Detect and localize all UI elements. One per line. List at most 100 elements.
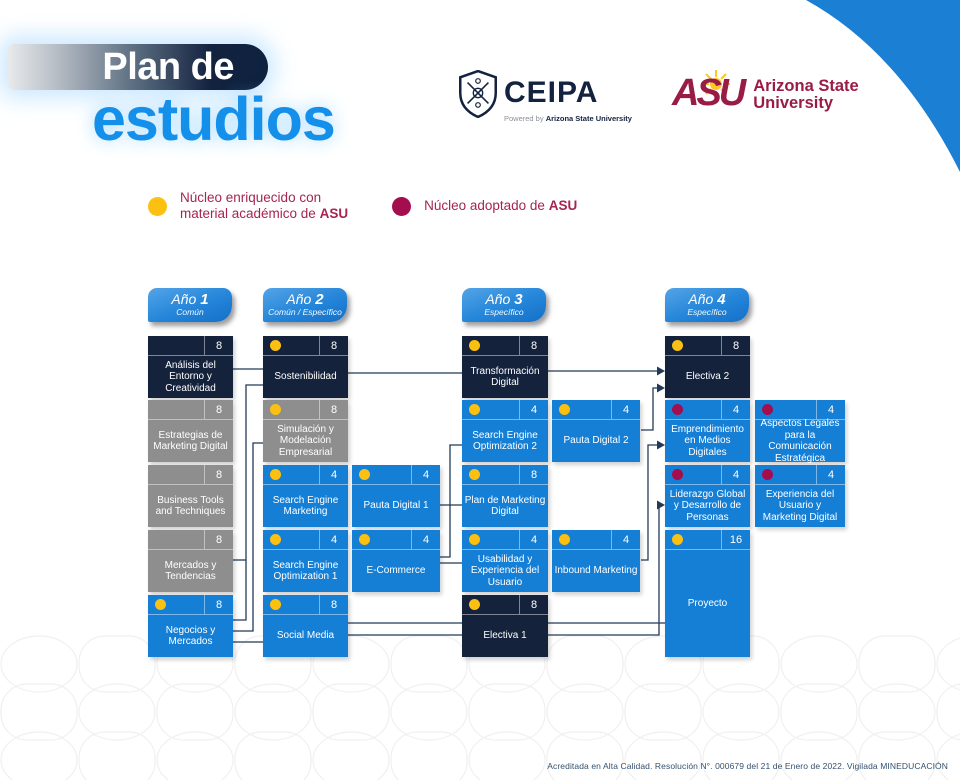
course-credits: 16 [721, 530, 750, 549]
yellow-dot-icon [469, 599, 480, 610]
pattern-shape [546, 683, 624, 741]
course-title: Pauta Digital 2 [563, 435, 629, 447]
course-title: Pauta Digital 1 [363, 500, 429, 512]
pattern-shape [936, 683, 960, 741]
pattern-shape [468, 683, 546, 741]
dot-slot [755, 465, 816, 484]
course-header: 8 [263, 400, 348, 420]
yellow-dot-icon [469, 340, 480, 351]
course-credits: 4 [319, 465, 348, 484]
year-tab-title: Año 1 [171, 291, 209, 308]
dot-slot [665, 530, 721, 549]
pattern-shape [0, 635, 78, 693]
dot-slot [665, 465, 721, 484]
pattern-shape [312, 635, 390, 693]
yellow-dot-icon [270, 534, 281, 545]
accreditation-footer: Acreditada en Alta Calidad. Resolución N… [547, 761, 948, 771]
yellow-dot-icon [155, 599, 166, 610]
course-title: Electiva 1 [483, 630, 527, 642]
course-credits: 8 [519, 336, 548, 355]
pattern-shape [234, 731, 312, 780]
course-header: 4 [462, 400, 548, 420]
course-credits: 4 [816, 400, 845, 419]
course-title: Search Engine Marketing [272, 494, 339, 518]
course-header: 16 [665, 530, 750, 550]
dot-slot [552, 400, 611, 419]
dot-slot [665, 336, 721, 355]
course-header: 8 [462, 465, 548, 485]
course-credits: 4 [411, 465, 440, 484]
dot-slot [755, 400, 816, 419]
course-title: Aspectos Legales para la Comunicación Es… [760, 418, 840, 464]
course-title: Social Media [276, 630, 335, 642]
year-tab-subtitle: Común [176, 307, 204, 317]
course-title: Simulación y Modelación Empresarial [277, 423, 334, 458]
dot-slot [462, 530, 519, 549]
pattern-shape [780, 731, 858, 780]
course-header: 4 [665, 400, 750, 420]
yellow-dot-icon [469, 534, 480, 545]
yellow-dot-icon [359, 469, 370, 480]
course-header: 8 [263, 336, 348, 356]
yellow-dot-icon [270, 340, 281, 351]
course-header: 4 [263, 530, 348, 550]
dot-slot [352, 465, 411, 484]
yellow-dot-icon [270, 404, 281, 415]
course-credits: 4 [519, 400, 548, 419]
dot-slot [462, 595, 519, 614]
pattern-shape [546, 635, 624, 693]
course-header: 8 [462, 595, 548, 615]
course-title: Análisis del Entorno y Creatividad [165, 359, 216, 394]
course-header: 8 [148, 336, 233, 356]
course-title: Electiva 2 [685, 371, 730, 383]
legend-label: Núcleo adoptado de ASU [424, 198, 578, 213]
yellow-dot-icon [469, 469, 480, 480]
pattern-shape [780, 635, 858, 693]
pattern-shape [780, 683, 858, 741]
dot-slot [462, 400, 519, 419]
course-header: 4 [755, 465, 845, 485]
course-title: Plan de Marketing Digital [464, 494, 546, 518]
yellow-dot-icon [672, 340, 683, 351]
pattern-shape [624, 731, 702, 780]
pattern-shape [624, 683, 702, 741]
pattern-shape [78, 731, 156, 780]
pattern-shape [312, 731, 390, 780]
course-title: Mercados y Tendencias [164, 559, 217, 583]
maroon-dot-icon [672, 404, 683, 415]
course-credits: 8 [319, 400, 348, 419]
course-credits: 8 [204, 336, 233, 355]
course-credits: 4 [611, 400, 640, 419]
course-credits: 8 [204, 530, 233, 549]
pattern-shape [390, 731, 468, 780]
dot-slot [148, 400, 204, 419]
pattern-shape [78, 683, 156, 741]
year-tab-title: Año 4 [688, 291, 726, 308]
course-credits: 8 [204, 595, 233, 614]
course-credits: 4 [721, 400, 750, 419]
course-credits: 8 [319, 336, 348, 355]
yellow-dot-icon [672, 534, 683, 545]
pattern-shape [390, 635, 468, 693]
dot-slot [462, 336, 519, 355]
pattern-shape [936, 637, 960, 691]
pattern-shape [156, 731, 234, 780]
course-credits: 4 [411, 530, 440, 549]
course-title: Inbound Marketing [554, 565, 638, 577]
course-credits: 4 [611, 530, 640, 549]
pattern-shape [858, 731, 936, 780]
asu-wordmark: ASU [672, 72, 746, 114]
